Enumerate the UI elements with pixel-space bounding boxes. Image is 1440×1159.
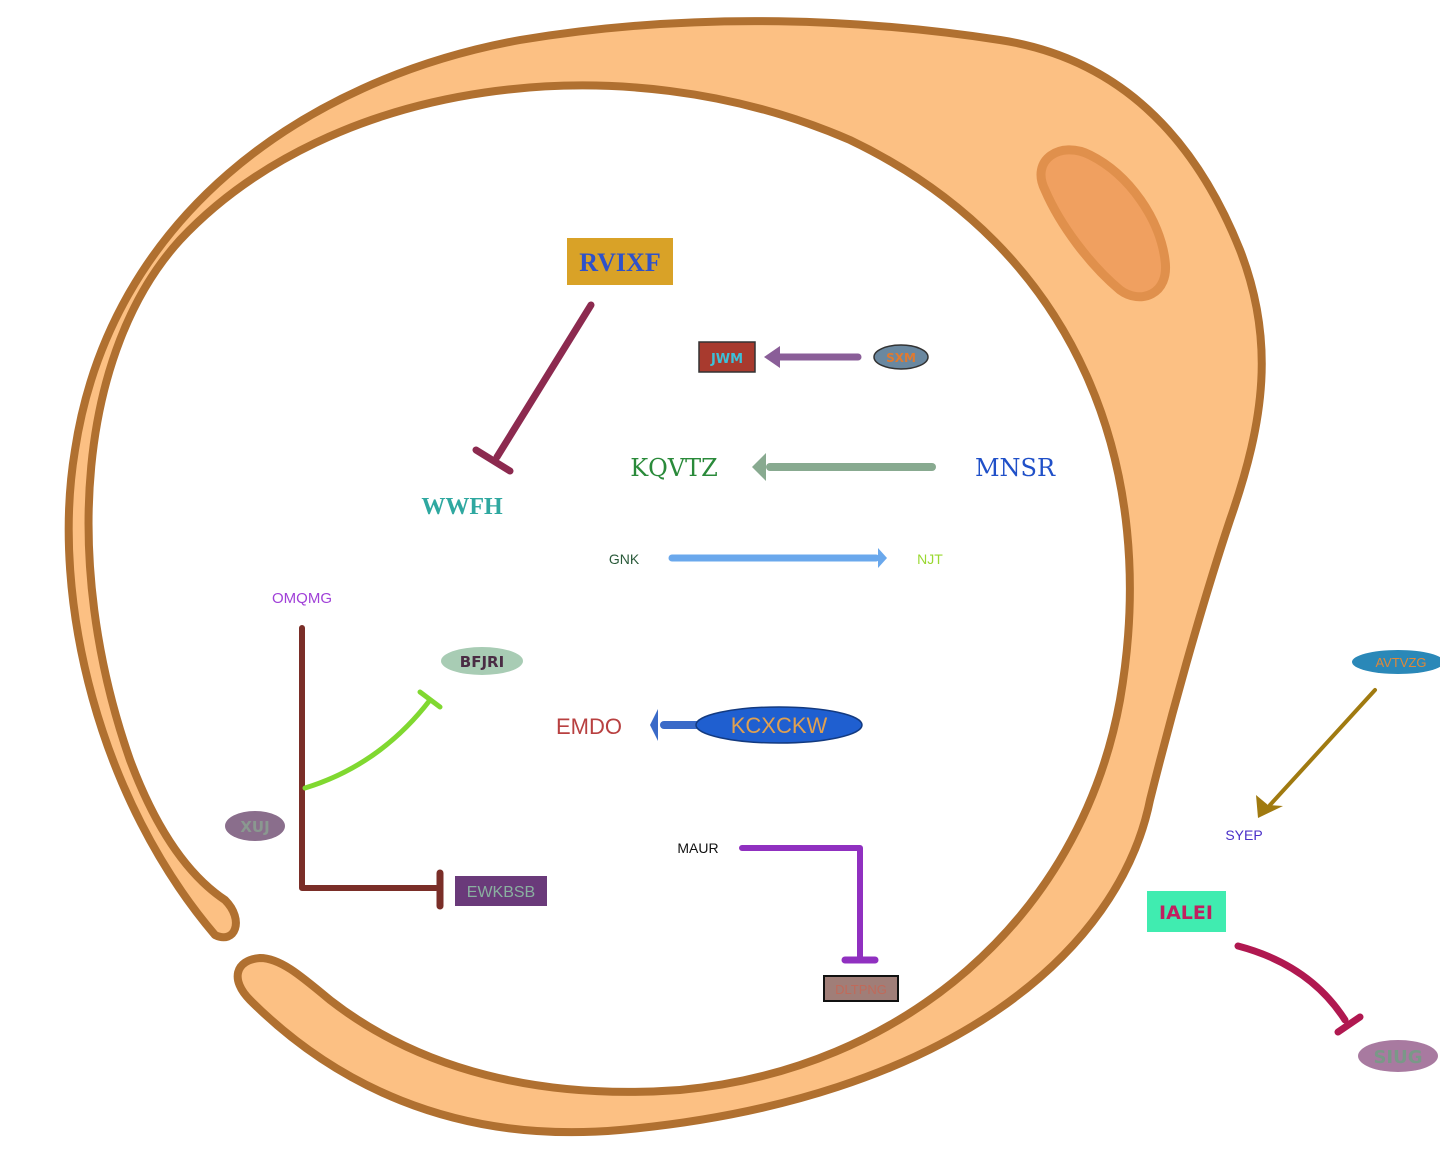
kcxckw-node	[695, 706, 863, 744]
siug-label: SIUG	[1373, 1047, 1422, 1068]
dltpng-label: DLTPNG	[835, 982, 887, 997]
ewkbsb-box	[455, 876, 547, 906]
ialei-box	[1147, 891, 1226, 932]
emdo-label: EMDO	[556, 714, 622, 739]
green-inhibit-bar	[417, 689, 443, 710]
rvixf-inhibit-line	[493, 301, 595, 461]
jwm-box	[698, 341, 756, 373]
sxm-label: SXM	[886, 351, 916, 365]
nucleus	[1036, 145, 1170, 302]
mnsr-label: MNSR	[975, 454, 1056, 482]
omqmg-label: OMQMG	[272, 590, 332, 607]
njt-label: NJT	[917, 551, 943, 567]
avtvzg-label: AVTVZG	[1375, 655, 1426, 670]
sxm-node	[873, 344, 929, 370]
kqvtz-label: KQVTZ	[630, 454, 718, 482]
ewkbsb-label: EWKBSB	[467, 884, 535, 901]
avtvzg-to-syep-arrowhead	[1256, 795, 1283, 818]
bfjri-node	[441, 647, 523, 675]
rvixf-box	[567, 238, 673, 285]
rvixf-inhibit-bar	[472, 446, 514, 475]
jwm-label: JWM	[710, 352, 743, 367]
cell-membrane	[64, 17, 1266, 1137]
maur-inhibit-path	[739, 845, 863, 961]
gnk-label: GNK	[609, 551, 640, 567]
ialei-label: IALEI	[1159, 902, 1213, 924]
ialei-inhibit-bar	[1334, 1013, 1364, 1036]
mnsr-to-kqvtz-arrowhead	[752, 453, 766, 481]
kcxckw-label: KCXCKW	[731, 713, 828, 738]
siug-node	[1358, 1040, 1438, 1072]
ialei-inhibit-curve	[1234, 942, 1349, 1024]
maur-label: MAUR	[677, 840, 718, 856]
rvixf-label: RVIXF	[579, 248, 660, 277]
xuj-node	[225, 811, 285, 841]
sxm-to-jwm-arrowhead	[764, 346, 780, 368]
gnk-to-njt-arrowhead	[878, 548, 887, 568]
kcxckw-to-emdo-arrowhead	[650, 709, 658, 741]
bfjri-label: BFJRI	[460, 653, 504, 671]
xuj-label: XUJ	[240, 818, 269, 836]
syep-label: SYEP	[1225, 827, 1262, 843]
avtvzg-node	[1352, 650, 1440, 674]
dltpng-box	[823, 975, 899, 1002]
avtvzg-to-syep-arrow	[1268, 688, 1377, 807]
omqmg-inhibit-path	[299, 625, 439, 891]
green-inhibit-curve	[302, 697, 433, 791]
wwfh-label: WWFH	[421, 494, 503, 520]
